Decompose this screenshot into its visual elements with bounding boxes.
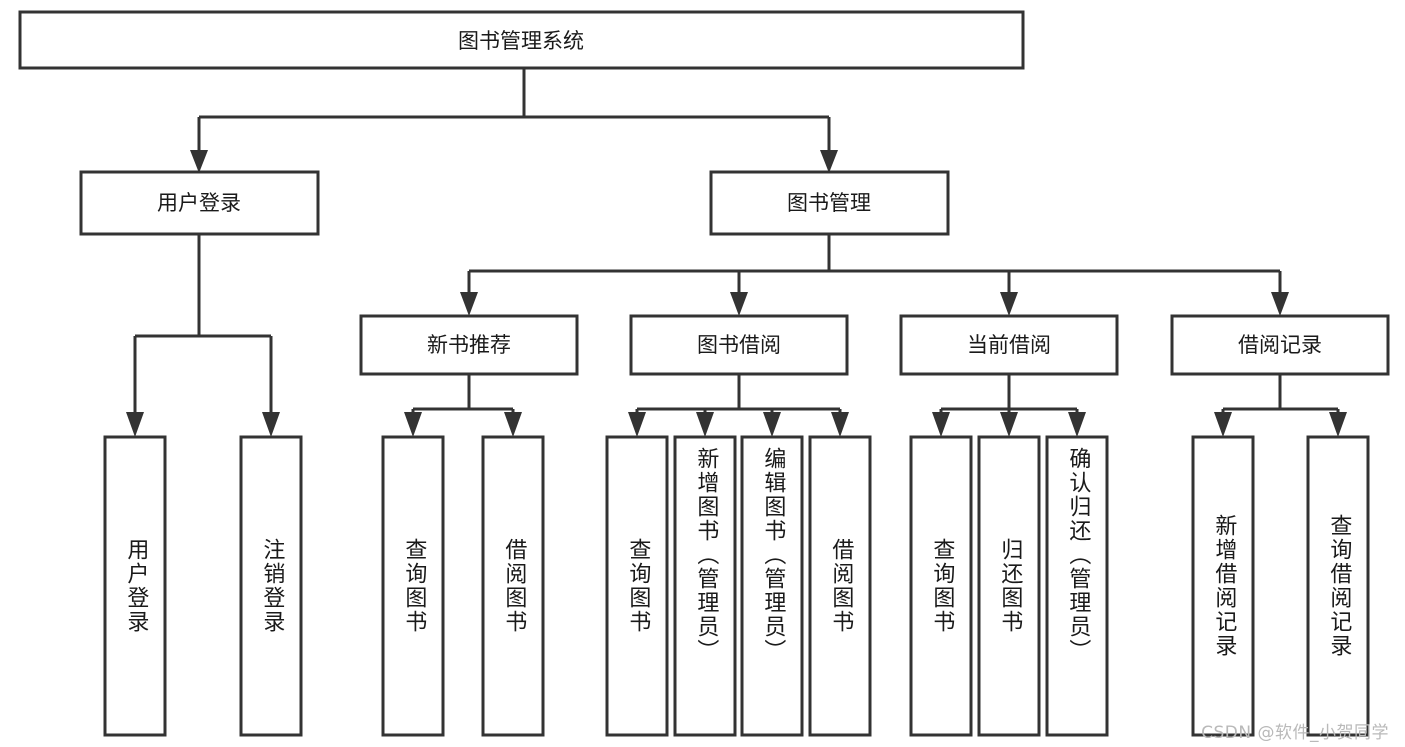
node-box-leaf-borrow-book-2[interactable]	[808, 435, 872, 737]
arrowhead-leaf-query-book-1	[404, 412, 422, 437]
node-layer: 图书管理系统 用户登录 图书管理 新书推荐 图书借阅 当前借阅 借阅记录	[18, 10, 1390, 737]
arrowhead-leaf-borrow-book-2	[831, 412, 849, 437]
node-box-book-borrow[interactable]	[629, 314, 849, 376]
node-label-current-borrow: 当前借阅	[967, 333, 1051, 357]
arrowhead-book-management	[820, 150, 838, 173]
arrowhead-leaf-edit-book	[763, 412, 781, 437]
arrowhead-leaf-logout-login	[262, 412, 280, 437]
csdn-watermark: CSDN @软件_小贺同学	[1201, 723, 1389, 743]
arrowhead-leaf-query-book-2	[628, 412, 646, 437]
arrowhead-book-borrow	[730, 292, 748, 316]
node-label-new-book-recommend: 新书推荐	[427, 333, 511, 357]
node-label-root: 图书管理系统	[458, 29, 584, 53]
node-box-leaf-query-book-1[interactable]	[381, 435, 445, 737]
node-label-book-management: 图书管理	[787, 191, 871, 215]
node-label-user-login: 用户登录	[157, 191, 241, 215]
node-box-leaf-user-login[interactable]	[103, 435, 167, 737]
node-box-borrow-record[interactable]	[1170, 314, 1390, 376]
node-box-leaf-add-record[interactable]	[1191, 435, 1255, 737]
arrowhead-leaf-query-book-3	[932, 412, 950, 437]
node-label-borrow-record: 借阅记录	[1238, 333, 1322, 357]
node-label-book-borrow: 图书借阅	[697, 333, 781, 357]
node-box-leaf-confirm-return[interactable]	[1045, 435, 1109, 737]
connector-layer	[126, 68, 1347, 437]
node-box-leaf-query-book-2[interactable]	[605, 435, 669, 737]
node-box-leaf-return-book[interactable]	[977, 435, 1041, 737]
arrowhead-user-login	[190, 150, 208, 173]
node-box-new-book-recommend[interactable]	[359, 314, 579, 376]
arrowhead-leaf-borrow-book-1	[504, 412, 522, 437]
node-box-leaf-query-book-3[interactable]	[909, 435, 973, 737]
node-box-user-login[interactable]	[79, 170, 320, 236]
node-box-book-management[interactable]	[709, 170, 950, 236]
arrowhead-leaf-add-book	[696, 412, 714, 437]
node-box-current-borrow[interactable]	[899, 314, 1119, 376]
node-box-leaf-logout-login[interactable]	[239, 435, 303, 737]
node-box-leaf-edit-book[interactable]	[740, 435, 804, 737]
arrowhead-leaf-add-record	[1214, 412, 1232, 437]
arrowhead-leaf-query-record	[1329, 412, 1347, 437]
node-box-leaf-add-book[interactable]	[673, 435, 737, 737]
arrowhead-new-book-recommend	[460, 292, 478, 316]
arrowhead-leaf-user-login	[126, 412, 144, 437]
arrowhead-current-borrow	[1000, 292, 1018, 316]
node-box-leaf-query-record[interactable]	[1306, 435, 1370, 737]
arrowhead-leaf-return-book	[1000, 412, 1018, 437]
arrowhead-borrow-record	[1271, 292, 1289, 316]
node-box-leaf-borrow-book-1[interactable]	[481, 435, 545, 737]
node-box-root[interactable]	[18, 10, 1025, 70]
arrowhead-leaf-confirm-return	[1068, 412, 1086, 437]
